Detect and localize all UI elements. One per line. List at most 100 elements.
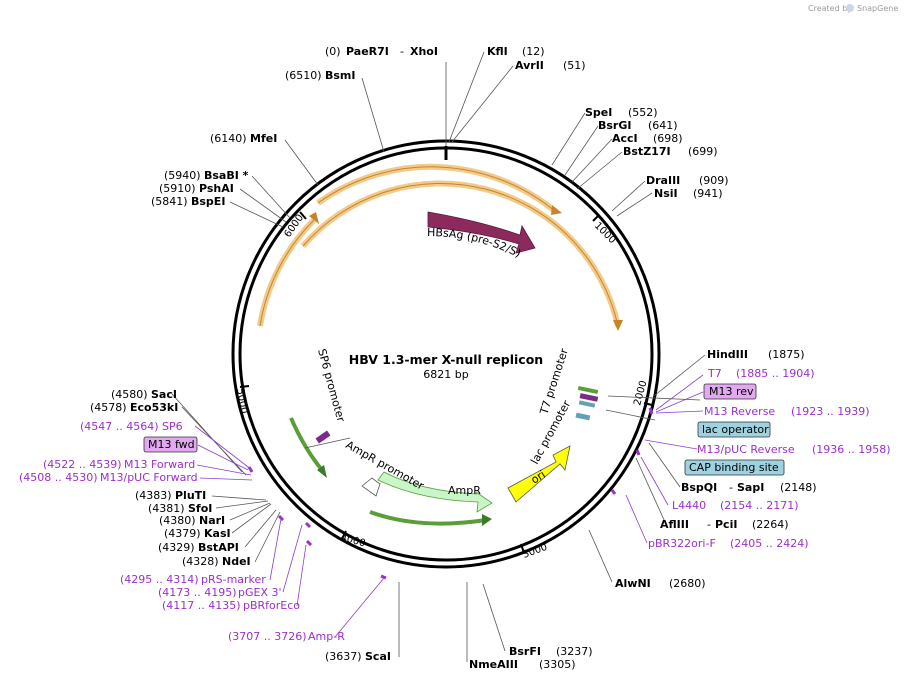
svg-text:(5940): (5940)	[164, 169, 201, 182]
svg-text:M13 fwd: M13 fwd	[148, 438, 195, 451]
svg-text:(6140): (6140)	[210, 132, 247, 145]
svg-text:(3707 .. 3726): (3707 .. 3726)	[228, 630, 307, 643]
svg-text:pRS-marker: pRS-marker	[201, 573, 266, 586]
svg-text:(552): (552)	[628, 106, 658, 119]
enzyme-label-mfei[interactable]: (6140) MfeI	[210, 132, 277, 145]
primer-label-m13-reverse[interactable]: M13 Reverse (1923 .. 1939)	[704, 405, 870, 418]
snapgene-credit: Created by SnapGene	[808, 4, 898, 13]
primer-label-l4440[interactable]: L4440 (2154 .. 2171)	[672, 499, 799, 512]
enzyme-label-nsii[interactable]: NsiI (941)	[654, 187, 723, 200]
enzyme-label-eco53ki[interactable]: (4578) Eco53kI	[90, 401, 178, 414]
primer-label-sp6[interactable]: (4547 .. 4564) SP6	[80, 420, 183, 433]
svg-text:BstAPI: BstAPI	[198, 541, 239, 554]
enzyme-label-bspei[interactable]: (5841) BspEI	[151, 195, 225, 208]
enzyme-label-kfli[interactable]: KflI (12)	[487, 45, 545, 58]
primer-label-m13-forward[interactable]: (4522 .. 4539) M13 Forward	[43, 458, 195, 471]
primer-label-cap-binding-site[interactable]: CAP binding site	[684, 459, 785, 476]
enzyme-label-saci[interactable]: (4580) SacI	[111, 388, 177, 401]
feature-sp6-promoter[interactable]: SP6 promoter	[289, 347, 348, 478]
enzyme-label-kasi[interactable]: (4379) KasI	[164, 527, 231, 540]
svg-text:-: -	[400, 45, 404, 58]
svg-text:(4547 .. 4564): (4547 .. 4564)	[80, 420, 159, 433]
svg-text:(4381): (4381)	[148, 502, 185, 515]
feature-ampr[interactable]: AmpR	[369, 471, 493, 526]
svg-text:SacI: SacI	[151, 388, 177, 401]
svg-text:Eco53kI: Eco53kI	[130, 401, 178, 414]
svg-text:AflIII: AflIII	[660, 518, 689, 531]
enzyme-label-afliii[interactable]: AflIII - PciI (2264)	[660, 518, 789, 531]
enzyme-label-spei[interactable]: SpeI (552)	[585, 106, 658, 119]
svg-text:M13 Forward: M13 Forward	[124, 458, 195, 471]
svg-text:(4173 .. 4195): (4173 .. 4195)	[158, 586, 237, 599]
enzyme-label-bspqi[interactable]: BspQI - SapI (2148)	[681, 481, 817, 494]
primer-label-m13-puc-reverse[interactable]: M13/pUC Reverse (1936 .. 1958)	[697, 443, 891, 456]
svg-text:MfeI: MfeI	[250, 132, 277, 145]
enzyme-label-bstapi[interactable]: (4329) BstAPI	[158, 541, 239, 554]
primer-labels: T7 (1885 .. 1904) M13 rev M13 Reverse (1…	[19, 367, 891, 643]
svg-text:(4117 .. 4135): (4117 .. 4135)	[162, 599, 241, 612]
svg-text:(4580): (4580)	[111, 388, 148, 401]
svg-text:(4522 .. 4539): (4522 .. 4539)	[43, 458, 122, 471]
svg-text:(2680): (2680)	[669, 577, 706, 590]
enzyme-label-nari[interactable]: (4380) NarI	[159, 514, 225, 527]
feature-ori-label: ori	[529, 468, 548, 487]
enzyme-label-bsmi[interactable]: (6510) BsmI	[285, 69, 356, 82]
svg-text:AvrII: AvrII	[515, 59, 544, 72]
enzyme-label-acci[interactable]: AccI (698)	[612, 132, 683, 145]
svg-text:(4328): (4328)	[182, 555, 219, 568]
primer-label-m13-rev[interactable]: M13 rev	[703, 383, 757, 400]
enzyme-label-alwni[interactable]: AlwNI (2680)	[615, 577, 706, 590]
primer-label-pbr322ori-f[interactable]: pBR322ori-F (2405 .. 2424)	[648, 537, 809, 550]
enzyme-label-sfoi[interactable]: (4381) SfoI	[148, 502, 212, 515]
svg-text:-: -	[729, 481, 733, 494]
tick-label-5000: 5000	[234, 388, 249, 415]
svg-text:(2405 .. 2424): (2405 .. 2424)	[730, 537, 809, 550]
enzyme-label-bsrgi[interactable]: BsrGI (641)	[598, 119, 678, 132]
svg-text:(3237): (3237)	[556, 645, 593, 658]
enzyme-label-paer7i[interactable]: (0) PaeR7I - XhoI	[325, 45, 438, 58]
svg-text:PshAI: PshAI	[199, 182, 234, 195]
enzyme-label-draiii[interactable]: DraIII (909)	[646, 174, 729, 187]
primer-label-prs-marker[interactable]: (4295 .. 4314) pRS-marker	[120, 573, 266, 586]
feature-hbsag[interactable]: HBsAg (pre-S2/S)	[427, 211, 536, 260]
enzyme-label-pluti[interactable]: (4383) PluTI	[135, 489, 206, 502]
feature-ampr-promoter[interactable]: AmpR promoter	[344, 438, 427, 497]
svg-text:pBRforEco: pBRforEco	[243, 599, 300, 612]
primer-label-amp-r[interactable]: (3707 .. 3726) Amp-R	[228, 630, 345, 643]
svg-text:SapI: SapI	[737, 481, 764, 494]
primer-label-m13-fwd[interactable]: M13 fwd	[143, 436, 198, 453]
enzyme-label-nmeaiii[interactable]: NmeAIII (3305)	[469, 658, 576, 671]
svg-text:(2154 .. 2171): (2154 .. 2171)	[720, 499, 799, 512]
svg-text:M13 rev: M13 rev	[709, 385, 754, 398]
svg-text:(0): (0)	[325, 45, 341, 58]
enzyme-label-ndei[interactable]: (4328) NdeI	[182, 555, 251, 568]
enzyme-label-bstz17i[interactable]: BstZ17I (699)	[623, 145, 718, 158]
primer-label-t7[interactable]: T7 (1885 .. 1904)	[707, 367, 815, 380]
small-features-mcs	[315, 385, 599, 444]
enzyme-label-bsabi[interactable]: (5940) BsaBI *	[164, 169, 249, 182]
svg-text:BspEI: BspEI	[191, 195, 225, 208]
plasmid-size: 6821 bp	[423, 368, 468, 381]
svg-text:(6510): (6510)	[285, 69, 322, 82]
svg-text:(4508 .. 4530): (4508 .. 4530)	[19, 471, 98, 484]
feature-ori[interactable]: ori	[507, 445, 571, 503]
primer-label-m13-puc-forward[interactable]: (4508 .. 4530) M13/pUC Forward	[19, 471, 198, 484]
svg-text:ScaI: ScaI	[365, 650, 391, 663]
enzyme-label-hindiii[interactable]: HindIII (1875)	[707, 348, 805, 361]
enzyme-label-avrii[interactable]: AvrII (51)	[515, 59, 586, 72]
primer-markers	[247, 407, 654, 580]
primer-label-lac-operator[interactable]: lac operator	[697, 421, 771, 438]
enzyme-label-scai[interactable]: (3637) ScaI	[325, 650, 391, 663]
svg-text:(2264): (2264)	[752, 518, 789, 531]
enzyme-label-pshai[interactable]: (5910) PshAI	[159, 182, 234, 195]
enzyme-label-bsrfi[interactable]: BsrFI (3237)	[509, 645, 593, 658]
svg-text:BstZ17I: BstZ17I	[623, 145, 671, 158]
primer-label-pgex-3[interactable]: (4173 .. 4195) pGEX 3'	[158, 586, 282, 599]
svg-text:L4440: L4440	[672, 499, 706, 512]
svg-text:M13/pUC Forward: M13/pUC Forward	[100, 471, 198, 484]
svg-text:SP6: SP6	[162, 420, 183, 433]
svg-text:-: -	[707, 518, 711, 531]
svg-text:pGEX 3': pGEX 3'	[238, 586, 282, 599]
primer-label-pbrforeco[interactable]: (4117 .. 4135) pBRforEco	[162, 599, 300, 612]
